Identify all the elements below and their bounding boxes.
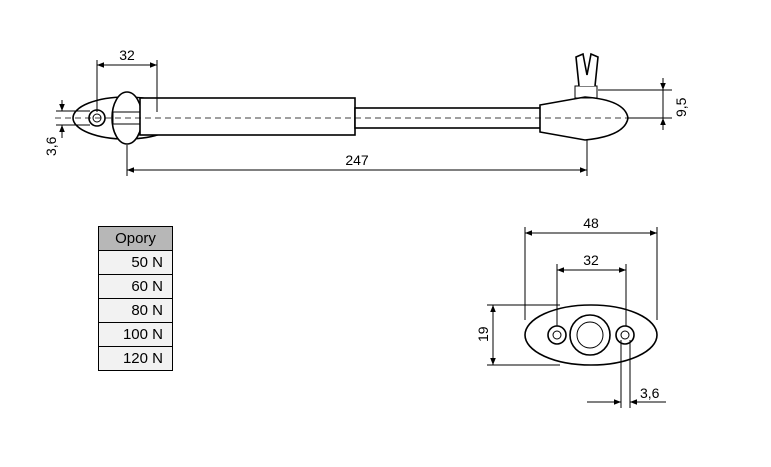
- plate-hole-right: [615, 325, 635, 345]
- gas-spring-side-view: 32 3,6 247 9,5: [43, 47, 689, 176]
- side-total-length-label: 247: [345, 152, 369, 168]
- side-end-height-label: 9,5: [673, 97, 689, 117]
- plate-hole-left: [547, 325, 567, 345]
- force-table-header: Opory: [98, 226, 173, 251]
- force-table-row: 80 N: [98, 298, 173, 323]
- mount-plate-front-view: 48 32 19 3,6: [475, 215, 666, 408]
- right-end-stud-base: [574, 85, 598, 99]
- cylinder-body: [139, 97, 356, 136]
- plate-center-boss: [569, 314, 611, 356]
- plate-hole-diameter-label: 3,6: [640, 385, 660, 401]
- plate-hole-right-inner: [620, 330, 630, 340]
- plate-hole-left-inner: [552, 330, 562, 340]
- force-table-row: 50 N: [98, 250, 173, 275]
- right-end-fitting: [539, 96, 629, 141]
- force-table: Opory 50 N 60 N 80 N 100 N 120 N: [98, 226, 173, 371]
- plate-height-label: 19: [475, 326, 491, 342]
- side-hole-diameter-label: 3,6: [43, 136, 59, 156]
- plate-width-label: 48: [583, 215, 599, 231]
- right-end-clip: [575, 52, 599, 87]
- plate-hole-spacing-label: 32: [583, 252, 599, 268]
- force-table-row: 100 N: [98, 322, 173, 347]
- side-hole-spacing-label: 32: [119, 47, 135, 63]
- force-table-row: 60 N: [98, 274, 173, 299]
- force-table-row: 120 N: [98, 346, 173, 371]
- plate-center-boss-inner: [576, 321, 604, 349]
